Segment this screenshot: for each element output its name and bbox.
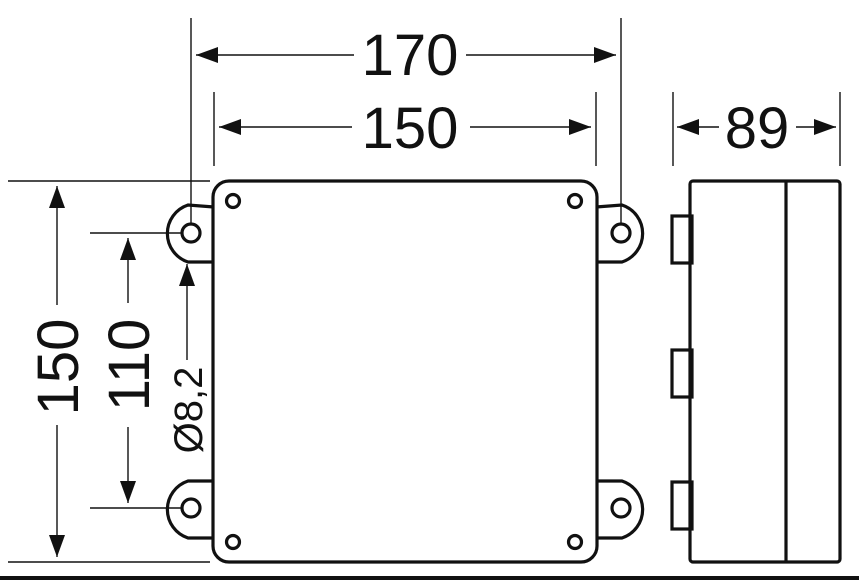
lid-screw-bottom-left [224,533,242,551]
side-view [670,179,842,564]
lid-screw-top-left [224,192,242,210]
overall-height-label: 150 [26,319,91,416]
dimension-overall-width: 170 [196,23,616,88]
dimension-overall-height: 150 [26,186,91,557]
mounting-lug-bottom-left [165,479,214,540]
extension-lines [8,18,841,563]
overall-width-label: 170 [362,23,459,88]
lid-screw-bottom-right [566,533,584,551]
dimension-body-width: 150 [219,96,591,161]
depth-label: 89 [725,96,790,161]
dimension-hole-diameter: Ø8,2 [167,264,211,453]
mounting-lug-bottom-right [596,479,645,540]
side-tab-middle [670,348,694,399]
mounting-hole-top-left [180,222,202,244]
hole-spacing-label: 110 [97,319,162,411]
enclosure-body-front [211,179,599,564]
body-width-label: 150 [362,96,459,161]
enclosure-body-side [688,179,842,564]
mounting-lug-top-right [595,203,645,264]
front-view [165,179,645,564]
side-tab-top [670,214,694,265]
hole-diameter-label: Ø8,2 [167,367,211,454]
mounting-hole-bottom-left [180,497,202,519]
side-tab-bottom [670,480,694,531]
dimension-hole-spacing: 110 [97,238,162,503]
lid-screw-top-right [566,192,584,210]
dimension-depth: 89 [677,96,836,161]
mounting-hole-bottom-right [610,497,632,519]
mounting-hole-top-right [610,222,632,244]
